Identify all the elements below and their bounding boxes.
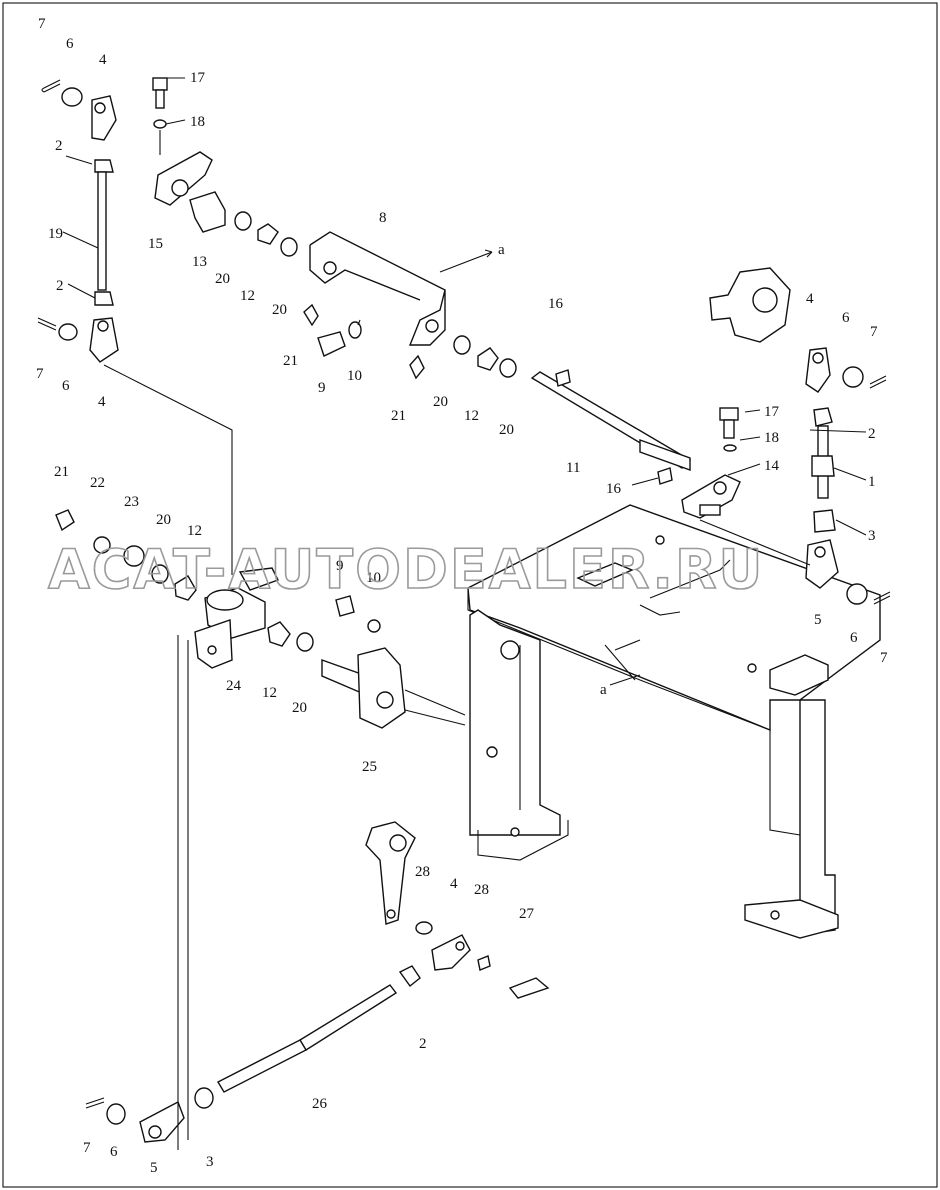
callout-c22: 21 — [391, 408, 406, 424]
callout-c9: 13 — [192, 254, 207, 270]
callout-c28: 16 — [606, 481, 622, 497]
main-frame — [467, 504, 881, 939]
callout-c44: 23 — [124, 494, 139, 510]
callout-c7: 15 — [148, 236, 163, 252]
callout-c8: 19 — [48, 226, 63, 242]
callout-c56: 27 — [519, 906, 535, 922]
right-linkage — [709, 267, 891, 605]
callout-c32: 17 — [764, 404, 780, 420]
callout-c26: 16 — [548, 296, 564, 312]
callout-c52: 25 — [362, 759, 377, 775]
callout-c23: 20 — [433, 394, 448, 410]
callout-c48: 10 — [366, 570, 381, 586]
watermark-text: ACAT-AUTODEALER.RU — [48, 538, 764, 601]
callout-c41: a — [600, 682, 607, 698]
middle-linkage — [55, 509, 406, 729]
callout-c29: 4 — [806, 291, 814, 307]
callout-c40: 7 — [880, 650, 888, 666]
lower-linkage — [85, 821, 550, 1143]
callout-c30: 6 — [842, 310, 850, 326]
callout-c16: 7 — [36, 366, 44, 382]
cross-shaft — [530, 369, 741, 519]
callout-c11: 12 — [240, 288, 255, 304]
callout-c24: 12 — [464, 408, 479, 424]
callout-c18: 4 — [98, 394, 106, 410]
callout-c21: 10 — [347, 368, 362, 384]
callout-c6: 2 — [55, 138, 63, 154]
callout-ticks — [62, 77, 867, 686]
callout-c42: 21 — [54, 464, 69, 480]
callout-c15: 2 — [56, 278, 64, 294]
callout-c47: 9 — [336, 558, 344, 574]
callout-c50: 12 — [262, 685, 277, 701]
callout-c2: 6 — [66, 36, 74, 52]
callout-labels: 7 6 4 17 18 2 15 19 13 20 12 20 8 a 2 7 … — [36, 16, 888, 1176]
callout-c27: 11 — [566, 460, 580, 476]
callout-c4: 17 — [190, 70, 206, 86]
callout-c37: 3 — [868, 528, 876, 544]
callout-c57: 2 — [419, 1036, 427, 1052]
callout-c10: 20 — [215, 271, 230, 287]
callout-c12: 20 — [272, 302, 287, 318]
callout-c58: 26 — [312, 1096, 328, 1112]
callout-c5: 18 — [190, 114, 205, 130]
callout-c61: 5 — [150, 1160, 158, 1176]
callout-c14: a — [498, 242, 505, 258]
callout-c36: 1 — [868, 474, 876, 490]
callout-c49: 24 — [226, 678, 242, 694]
callout-c60: 6 — [110, 1144, 118, 1160]
callout-c51: 20 — [292, 700, 307, 716]
callout-c33: 18 — [764, 430, 779, 446]
callout-c59: 7 — [83, 1140, 91, 1156]
callout-c45: 20 — [156, 512, 171, 528]
callout-c20: 9 — [318, 380, 326, 396]
callout-c1: 7 — [38, 16, 46, 32]
callout-c38: 5 — [814, 612, 822, 628]
callout-c3: 4 — [99, 52, 107, 68]
callout-c46: 12 — [187, 523, 202, 539]
callout-c43: 22 — [90, 475, 105, 491]
callout-c55: 28 — [474, 882, 489, 898]
callout-c34: 14 — [764, 458, 780, 474]
callout-c31: 7 — [870, 324, 878, 340]
leader-lines — [103, 130, 811, 1150]
callout-c25: 20 — [499, 422, 514, 438]
callout-c13: 8 — [379, 210, 387, 226]
callout-c39: 6 — [850, 630, 858, 646]
callout-c35: 2 — [868, 426, 876, 442]
callout-c19: 21 — [283, 353, 298, 369]
callout-c62: 3 — [206, 1154, 214, 1170]
callout-c53: 28 — [415, 864, 430, 880]
upper-left-linkage — [37, 77, 517, 380]
callout-c17: 6 — [62, 378, 70, 394]
callout-c54: 4 — [450, 876, 458, 892]
